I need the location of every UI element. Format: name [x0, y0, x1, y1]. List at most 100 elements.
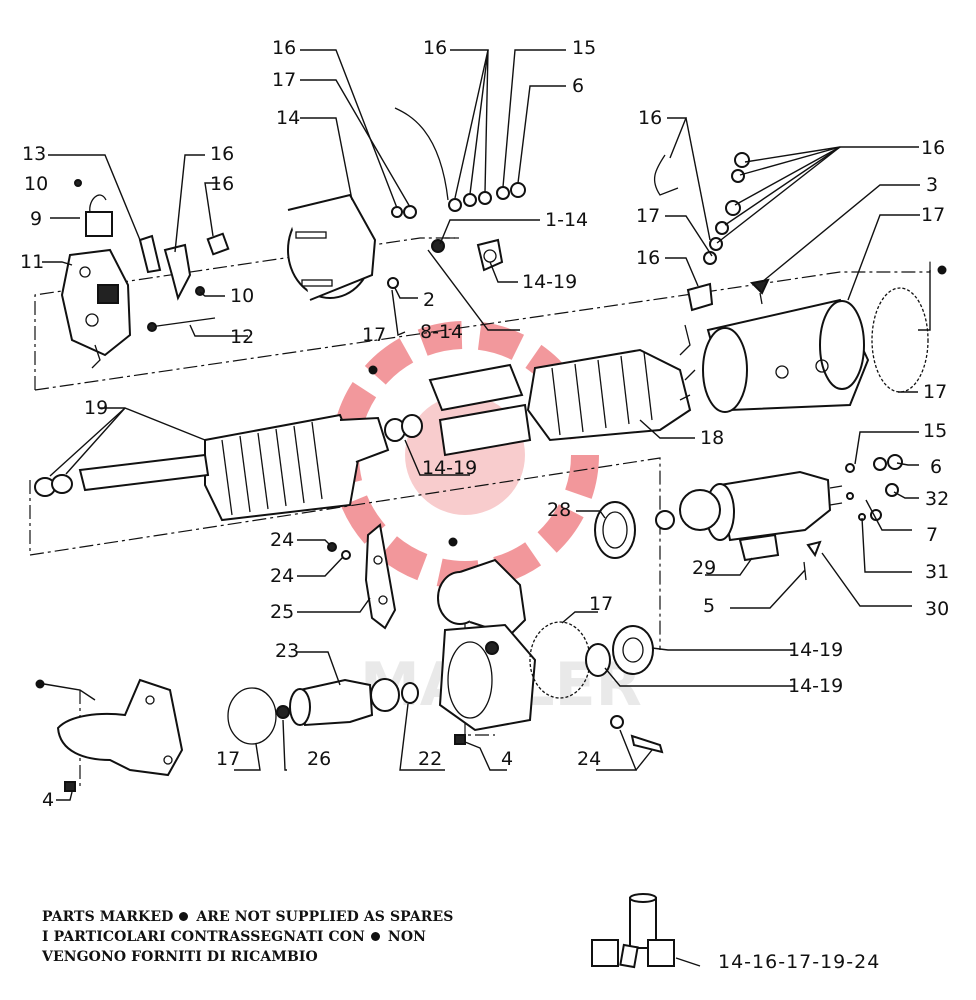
o-ring — [227, 687, 277, 745]
callout-10: 10 — [24, 173, 48, 195]
stop-ring — [276, 705, 290, 719]
callout-12: 12 — [230, 326, 254, 348]
callout-16: 16 — [636, 247, 660, 269]
pole-shoes — [428, 363, 532, 457]
seal-ring — [594, 501, 636, 559]
callout-10: 10 — [230, 285, 254, 307]
callout-19: 19 — [84, 397, 108, 419]
callout-16: 16 — [921, 137, 945, 159]
legend-line-italian: I PARTICOLARI CONTRASSEGNATI CON NON — [42, 927, 512, 947]
callout-24: 24 — [270, 565, 294, 587]
bushing-and-grommet — [431, 238, 504, 272]
callout-16: 16 — [210, 173, 234, 195]
callout-32: 32 — [925, 488, 949, 510]
dot-marker-icon — [370, 932, 380, 941]
callout-5: 5 — [703, 595, 715, 617]
through-bolt — [147, 317, 216, 332]
field-coils — [526, 348, 696, 442]
terminal-nuts — [703, 152, 750, 265]
callout-17: 17 — [589, 593, 613, 615]
callout-11: 11 — [20, 251, 44, 273]
shift-lever — [364, 523, 397, 630]
screw — [74, 179, 82, 187]
callout-17: 17 — [921, 204, 945, 226]
cover-band — [287, 193, 377, 301]
legend-text: NON — [387, 929, 427, 945]
screw — [64, 781, 76, 792]
legend-text: ARE NOT SUPPLIED AS SPARES — [196, 909, 454, 925]
callout-4: 4 — [501, 748, 513, 770]
callout-6: 6 — [572, 75, 584, 97]
solenoid — [655, 470, 843, 562]
nut — [341, 550, 351, 560]
callout-16: 16 — [210, 143, 234, 165]
callout-14-19: 14-19 — [422, 457, 477, 479]
callout-25: 25 — [270, 601, 294, 623]
callout-17: 17 — [362, 324, 386, 346]
callout-8-14: 8-14 — [420, 321, 463, 343]
yoke-housing — [702, 298, 870, 413]
callout-15: 15 — [923, 420, 947, 442]
legend-text: I PARTICOLARI CONTRASSEGNATI CON — [42, 929, 365, 945]
drive-bushings — [585, 625, 654, 677]
callout-16: 16 — [423, 37, 447, 59]
callout-31: 31 — [925, 561, 949, 583]
thrust-washer — [401, 682, 419, 704]
callout-14: 14 — [276, 107, 300, 129]
callout-3: 3 — [926, 174, 938, 196]
brush-holder-plate — [60, 248, 132, 369]
gasket — [871, 287, 929, 393]
lead-wire-and-nuts — [391, 107, 526, 219]
legend-line-english: PARTS MARKED ARE NOT SUPPLIED AS SPARES — [42, 907, 512, 927]
callout-29: 29 — [692, 557, 716, 579]
brush — [85, 194, 113, 237]
housing-bolt — [610, 715, 664, 754]
callout-24: 24 — [577, 748, 601, 770]
pinion-drive — [289, 678, 400, 727]
callout-22: 22 — [418, 748, 442, 770]
callout-7: 7 — [926, 524, 938, 546]
callout-14-19: 14-19 — [788, 675, 843, 697]
solenoid-hardware — [803, 454, 903, 581]
callout-2: 2 — [423, 289, 435, 311]
dot-marker-icon — [179, 912, 189, 921]
legend-text: PARTS MARKED — [42, 909, 174, 925]
spare-kit-illustration — [591, 893, 701, 969]
callout-30: 30 — [925, 598, 949, 620]
callout-16: 16 — [272, 37, 296, 59]
armature-bushings — [384, 414, 423, 442]
legend-text: VENGONO FORNITI DI RICAMBIO — [42, 949, 318, 965]
legend-note: PARTS MARKED ARE NOT SUPPLIED AS SPARES I… — [42, 907, 512, 967]
callout-15: 15 — [572, 37, 596, 59]
spare-kit-label: 14-16-17-19-24 — [718, 951, 881, 973]
non-spare-markers — [35, 265, 947, 689]
callout-16: 16 — [638, 107, 662, 129]
callout-4: 4 — [42, 789, 54, 811]
callout-13: 13 — [22, 143, 46, 165]
terminal-connector — [653, 154, 714, 356]
washer — [387, 277, 399, 289]
legend-line-italian-2: VENGONO FORNITI DI RICAMBIO — [42, 947, 512, 967]
callout-26: 26 — [307, 748, 331, 770]
drive-end-housing — [437, 558, 537, 732]
brush-spring-set — [138, 232, 230, 301]
callout-6: 6 — [930, 456, 942, 478]
callout-24: 24 — [270, 529, 294, 551]
callout-14-19: 14-19 — [522, 271, 577, 293]
armature — [34, 413, 390, 522]
callout-17: 17 — [216, 748, 240, 770]
screw — [454, 734, 466, 745]
callout-17: 17 — [923, 381, 947, 403]
nose-housing — [56, 678, 184, 777]
callout-23: 23 — [275, 640, 299, 662]
callout-18: 18 — [700, 427, 724, 449]
callout-1-14: 1-14 — [545, 209, 588, 231]
callout-17: 17 — [272, 69, 296, 91]
callout-28: 28 — [547, 499, 571, 521]
pole-screw — [749, 278, 770, 305]
callout-labels: 16 17 14 16 15 6 13 16 10 16 9 11 10 12 … — [20, 37, 949, 811]
callout-14-19: 14-19 — [788, 639, 843, 661]
leader-lines — [42, 49, 931, 801]
callout-17: 17 — [636, 205, 660, 227]
